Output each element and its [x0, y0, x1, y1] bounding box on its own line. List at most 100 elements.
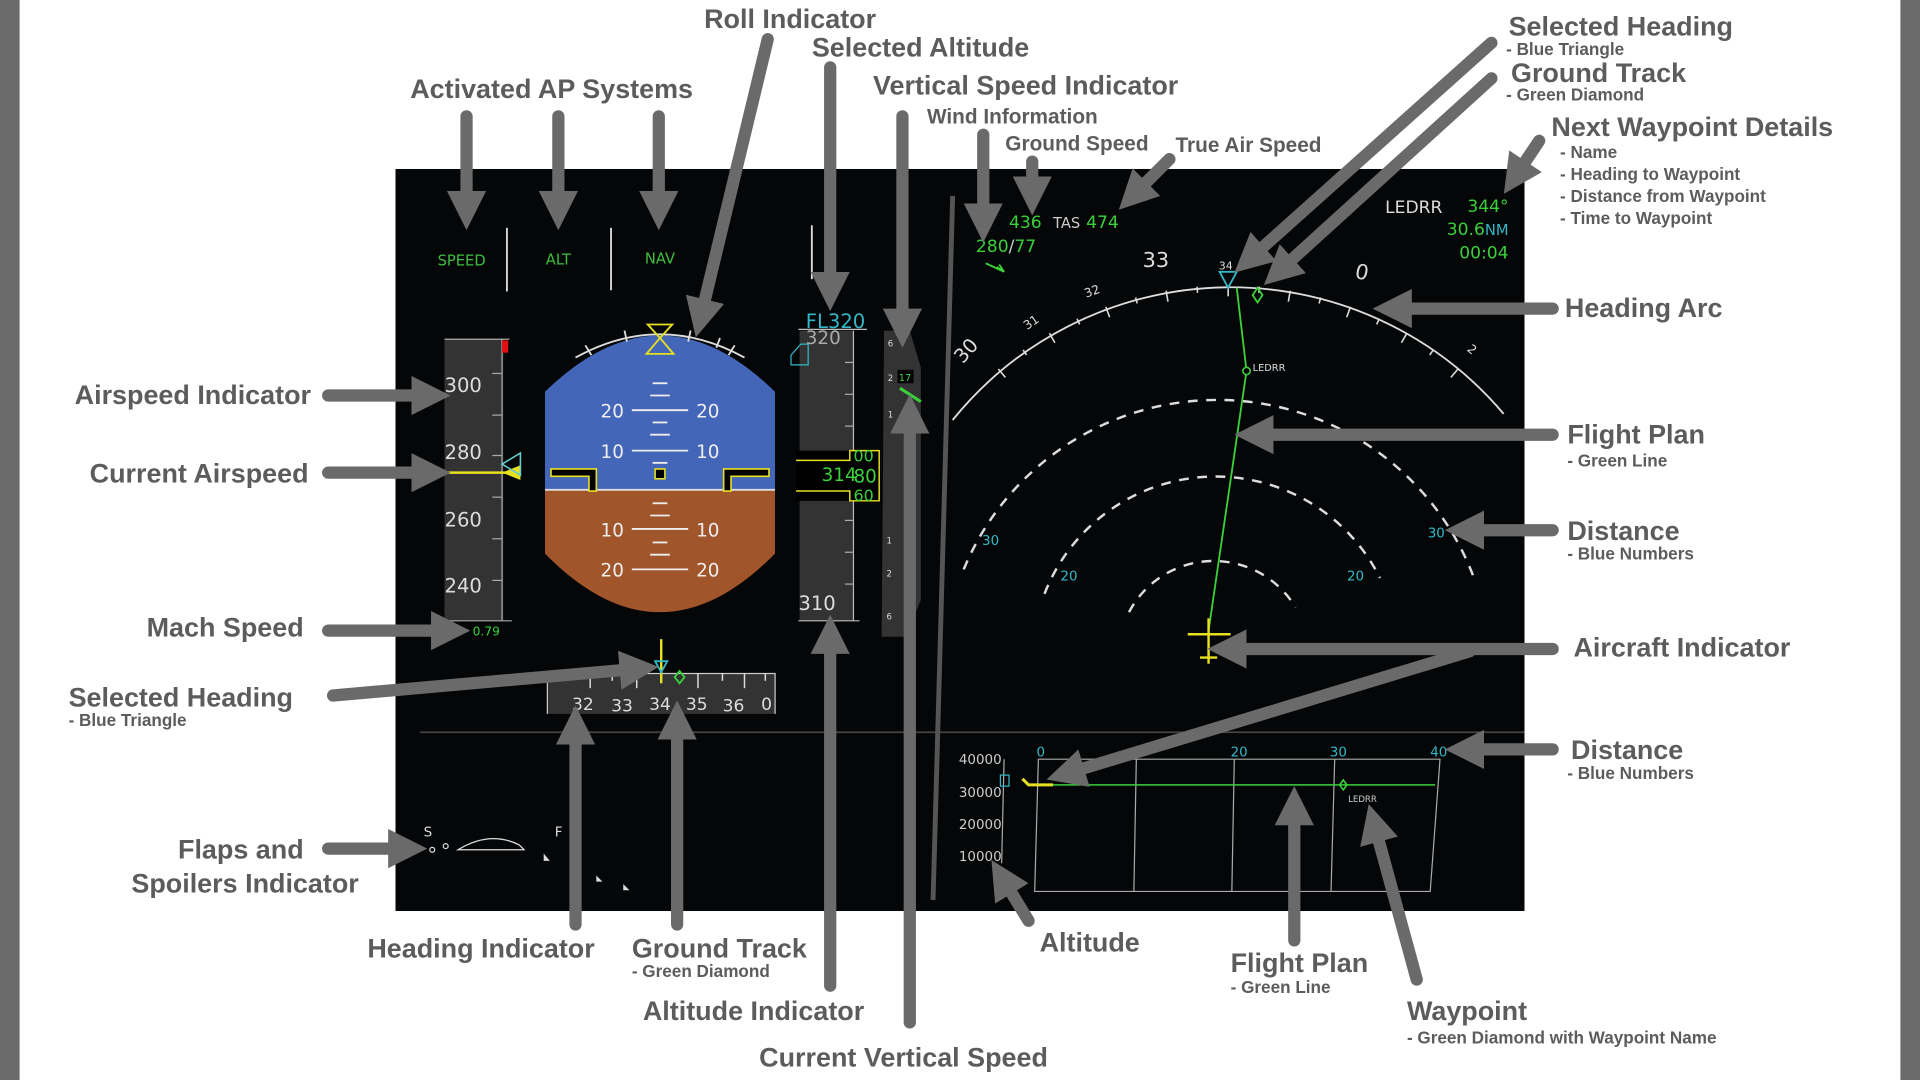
label-selected-heading: Selected Heading — [69, 683, 293, 713]
heading-label: 35 — [686, 695, 708, 715]
sublabel: - Blue Numbers — [1567, 544, 1694, 564]
sublabel: - Green Line — [1231, 977, 1331, 997]
pitch-label: 20 — [601, 402, 624, 423]
label-next-waypoint: Next Waypoint Details — [1551, 112, 1833, 142]
heading-tick — [1318, 297, 1322, 304]
heading-tick — [1048, 332, 1056, 344]
tas-label: TAS — [1052, 215, 1080, 232]
fma-speed: SPEED — [438, 253, 486, 270]
annotation-labels: Roll Indicator Selected Altitude Vertica… — [69, 4, 1834, 1072]
vs-readout: 17 — [899, 373, 911, 384]
altitude-label: 310 — [798, 592, 835, 615]
heading-tick — [1105, 306, 1111, 318]
vs-scale-label: 1 — [888, 411, 893, 421]
speed-label: 300 — [444, 374, 481, 397]
left-border — [0, 0, 20, 1080]
sublabel: - Blue Triangle — [69, 710, 187, 730]
heading-tick — [1450, 368, 1459, 378]
sublabel: - Distance from Waypoint — [1560, 186, 1766, 206]
heading-tick — [1400, 332, 1408, 344]
flaps-label: F — [555, 825, 563, 840]
label-true-air-speed: True Air Speed — [1176, 134, 1322, 157]
target-speed-triangle-icon — [500, 451, 522, 477]
altitude-readout-current: 80 — [853, 466, 876, 487]
label-waypoint: Waypoint — [1407, 996, 1527, 1026]
vd-distance-label: 40 — [1430, 746, 1447, 761]
heading-label: 33 — [611, 696, 633, 716]
heading-tick — [1287, 290, 1292, 302]
vs-scale-label: 2 — [888, 374, 893, 384]
waypoint-heading: 344° — [1467, 197, 1508, 217]
label-ground-track: Ground Track — [632, 934, 807, 964]
altitude-target-icon — [790, 343, 809, 366]
heading-arc-label: 33 — [1143, 248, 1169, 272]
label-activated-ap: Activated AP Systems — [410, 74, 693, 104]
speed-trend-arrow — [502, 465, 521, 480]
right-border — [1900, 0, 1920, 1080]
altitude-readout-below: 60 — [853, 486, 873, 505]
pitch-label: 10 — [696, 520, 719, 541]
fma-nav: NAV — [645, 250, 675, 267]
label-current-vertical-speed: Current Vertical Speed — [759, 1043, 1048, 1073]
display-separator — [930, 195, 956, 901]
vd-distance-label: 0 — [1037, 746, 1046, 761]
label-altitude-indicator: Altitude Indicator — [643, 996, 865, 1026]
vd-distance-label: 20 — [1231, 746, 1248, 761]
sublabel: - Blue Numbers — [1567, 763, 1694, 783]
label-airspeed-indicator: Airspeed Indicator — [75, 380, 312, 410]
label-selected-heading: Selected Heading — [1509, 12, 1733, 42]
sublabel: - Green Diamond — [1506, 84, 1644, 104]
altitude-readout-main: 314 — [822, 465, 857, 486]
heading-tick — [1429, 349, 1434, 356]
speed-label: 240 — [444, 575, 481, 598]
sublabel: - Green Diamond with Waypoint Name — [1407, 1027, 1717, 1047]
tas-readout: 474 — [1086, 213, 1119, 233]
range-label: 20 — [1347, 569, 1364, 584]
waypoint-distance: 30.6NM — [1447, 220, 1509, 240]
vertical-profile-display: 40000 30000 20000 10000 0 1 20 30 40 LED… — [959, 746, 1447, 893]
sublabel: - Green Diamond — [632, 961, 770, 981]
label-current-airspeed: Current Airspeed — [90, 458, 309, 488]
primary-flight-display: SPEED ALT NAV 300 280 260 240 0.7 — [420, 225, 1525, 891]
heading-arc-label: 32 — [1082, 282, 1101, 300]
wind-readout: 280/77 — [976, 237, 1036, 257]
vd-distance-label: 30 — [1330, 746, 1347, 761]
sublabel: - Time to Waypoint — [1560, 208, 1713, 228]
label-distance: Distance — [1571, 735, 1683, 765]
label-heading-arc: Heading Arc — [1565, 293, 1723, 323]
heading-arc-label: 34 — [1219, 259, 1233, 272]
sublabel: - Green Line — [1567, 451, 1667, 471]
waypoint-eta: 00:04 — [1459, 243, 1508, 263]
range-label: 30 — [1428, 527, 1445, 542]
altitude-readout-box — [795, 449, 880, 502]
label-roll-indicator: Roll Indicator — [704, 4, 877, 34]
wing-icon — [455, 837, 526, 851]
wind-arrow-icon — [985, 262, 1005, 273]
label-ground-track: Ground Track — [1511, 58, 1686, 88]
wind-separator: / — [1009, 237, 1015, 257]
range-label: 30 — [982, 534, 999, 549]
ground-track-diamond-icon — [673, 669, 686, 685]
heading-arc — [951, 286, 1505, 421]
vs-scale-label: 6 — [888, 340, 893, 350]
waypoint-name: LEDRR — [1385, 198, 1442, 218]
vd-aircraft-icon — [1021, 777, 1054, 787]
label-distance: Distance — [1567, 516, 1679, 546]
sublabel: - Heading to Waypoint — [1560, 164, 1740, 184]
selected-altitude-readout: FL320 — [806, 310, 866, 333]
label-ground-speed: Ground Speed — [1005, 133, 1148, 156]
selected-heading-triangle-icon — [1218, 270, 1239, 290]
label-spoilers: Spoilers Indicator — [131, 869, 359, 899]
pitch-label: 20 — [601, 561, 624, 582]
attitude-indicator: 20 20 10 10 10 10 20 20 — [544, 323, 776, 613]
heading-tick — [997, 368, 1007, 378]
vd-altitude-label: 10000 — [959, 850, 1002, 865]
navigation-display: 436 TAS 474 280/77 LEDRR 344° 30.6NM 00:… — [930, 195, 1509, 901]
label-flight-plan: Flight Plan — [1567, 419, 1705, 449]
vd-altitude-label: 20000 — [959, 818, 1002, 833]
roll-pointer-icon — [644, 323, 676, 355]
heading-arc-label: 0 — [1353, 259, 1371, 285]
label-selected-altitude: Selected Altitude — [812, 32, 1029, 62]
pitch-label: 10 — [601, 442, 624, 463]
